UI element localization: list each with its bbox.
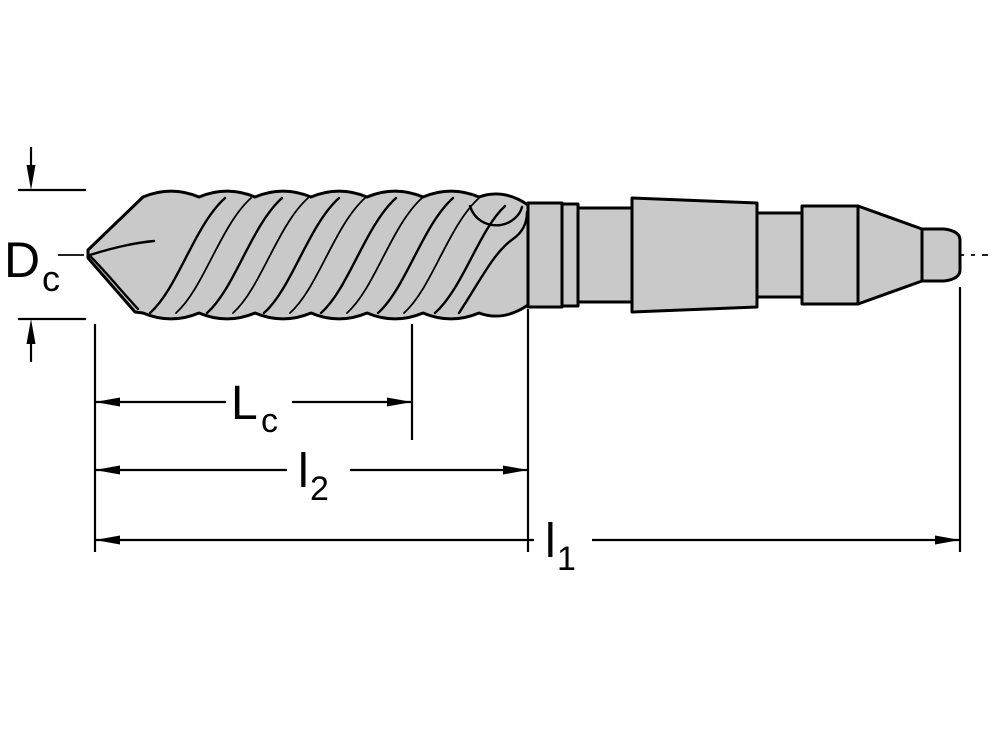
label-dc-sub: c xyxy=(42,258,60,299)
label-l1-sub: 1 xyxy=(557,540,576,578)
drill-flute-land-lines xyxy=(175,197,480,314)
drill-collar-band xyxy=(560,202,580,308)
helix-land-line xyxy=(175,197,252,314)
flute-runout-curl xyxy=(468,204,524,227)
l1-arrowhead-left xyxy=(95,535,120,545)
helix-line xyxy=(148,196,227,315)
l1-arrowhead-right xyxy=(935,535,960,545)
dimension-labels: D c L c l 2 l 1 xyxy=(4,232,576,578)
helix-line xyxy=(205,196,284,315)
helix-line xyxy=(319,196,398,315)
label-lc-main: L xyxy=(231,377,258,430)
helix-line xyxy=(376,196,455,315)
helix-land-line xyxy=(403,197,480,314)
drill-shank-cone xyxy=(856,204,924,306)
helix-land-line xyxy=(346,197,423,314)
label-dc-main: D xyxy=(4,232,40,288)
drill-tang xyxy=(920,227,962,283)
drill-shank-taper-main xyxy=(630,196,759,314)
drill-flutes-body xyxy=(86,189,530,321)
label-l2-main: l xyxy=(298,445,309,498)
dc-arrowhead-up xyxy=(26,319,36,344)
dimension-arrowheads xyxy=(26,165,960,545)
helix-land-line xyxy=(289,197,366,314)
drill-point-lip-line xyxy=(88,239,156,257)
drill-neck xyxy=(576,206,634,304)
lc-arrowhead-left xyxy=(95,397,120,407)
label-lc-sub: c xyxy=(261,402,278,440)
lc-arrowhead-right xyxy=(387,397,412,407)
helix-line xyxy=(433,204,507,315)
helix-line xyxy=(262,196,341,315)
drill-flute-helix-lines xyxy=(88,196,529,315)
drill-shank-groove xyxy=(755,211,804,299)
l2-arrowhead-left xyxy=(95,465,120,475)
drill-collar xyxy=(526,201,564,309)
drill-shank-band xyxy=(800,204,860,306)
label-l1-main: l xyxy=(545,515,556,568)
label-l2-sub: 2 xyxy=(310,470,329,508)
dc-arrowhead-down xyxy=(26,165,36,190)
helix-land-line xyxy=(232,197,309,314)
drill-illustration xyxy=(86,189,962,321)
drill-point-flank-line xyxy=(88,254,140,311)
flute-runout-line xyxy=(457,210,529,315)
l2-arrowhead-right xyxy=(503,465,528,475)
